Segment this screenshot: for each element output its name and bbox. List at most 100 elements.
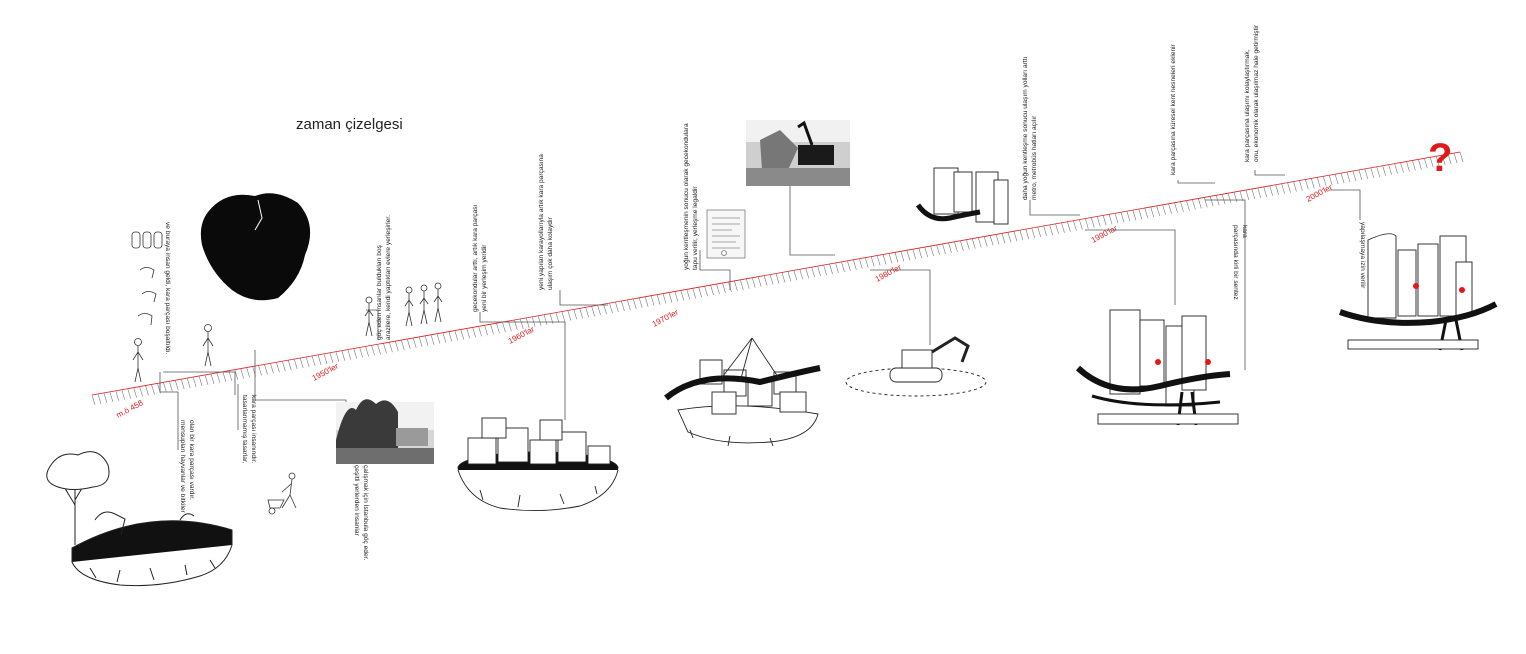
svg-text:yapılaşmaya izin verilir: yapılaşmaya izin verilir (1359, 222, 1366, 289)
svg-text:kara: kara (1241, 225, 1248, 238)
axis-tick (145, 385, 149, 396)
axis-tick (864, 257, 869, 268)
axis-tick (817, 266, 821, 277)
annotation: mensupları hayvanlar ve bitkiler olan bi… (179, 420, 195, 514)
axis-tick (1340, 173, 1345, 184)
axis-tick (1227, 193, 1232, 204)
svg-text:göç eden insanlar buldukları b: göç eden insanlar buldukları boş (376, 244, 383, 340)
svg-text:metro, metrobüs hatları açılır: metro, metrobüs hatları açılır (1031, 115, 1038, 200)
axis-tick (270, 363, 274, 374)
axis-tick (853, 259, 857, 270)
axis-tick (787, 271, 792, 282)
nature-island-icon (46, 451, 233, 587)
svg-text:yeni yapılan karayollarıyla ar: yeni yapılan karayollarıyla artık kara p… (538, 154, 545, 290)
axis-tick (722, 282, 726, 294)
axis-tick (835, 262, 839, 274)
axis-tick (1257, 187, 1262, 199)
svg-text:gecekondular arttı, artık kara: gecekondular arttı, artık kara parçası (472, 204, 479, 312)
svg-text:yoğun kentleşmenin sonucu olar: yoğun kentleşmenin sonucu olarak gecekon… (683, 123, 690, 270)
annotation: çeşitli yerlerden insanlar çalışmak için… (353, 465, 371, 560)
axis-tick (1382, 165, 1386, 176)
svg-text:arazilere, kendi yaptıkları ev: arazilere, kendi yaptıkları evlere yerle… (385, 215, 392, 340)
axis-tick (151, 384, 155, 395)
axis-tick (1007, 232, 1012, 243)
axis-tick (632, 298, 637, 309)
photo-settlement-icon (336, 399, 434, 464)
axis-tick (359, 347, 363, 358)
axis-tick (347, 349, 352, 360)
axis-tick (1233, 192, 1238, 203)
axis-tick (1293, 181, 1297, 192)
axis-tick (1346, 171, 1351, 183)
axis-tick (745, 278, 750, 289)
towers-metro-island-icon (1075, 309, 1239, 426)
annotation: tasarlanmamış tasarlar, kara parçası ins… (241, 395, 257, 464)
annotation: kara parçasında kirli bir sentez (1232, 225, 1248, 300)
axis-tick (1245, 189, 1250, 201)
axis-tick (317, 354, 322, 365)
axis-tick (906, 250, 911, 261)
era-label: m.ö 458 (115, 398, 145, 420)
axis-tick (305, 356, 310, 368)
axis-tick (757, 276, 762, 287)
axis-tick (924, 247, 928, 258)
annotation: gecekondular arttı, artık kara parçası y… (472, 204, 488, 312)
axis-tick (989, 235, 994, 246)
axis-tick (977, 237, 982, 248)
axis-tick (174, 380, 179, 391)
axis-tick (1096, 216, 1101, 227)
axis-tick (769, 274, 774, 285)
axis-tick (692, 288, 697, 299)
axis-tick (311, 355, 316, 366)
annotation-texts: mensupları hayvanlar ve bitkiler olan bi… (164, 24, 1366, 560)
axis-tick (1162, 204, 1166, 215)
axis-tick (1358, 169, 1363, 181)
axis-tick (240, 368, 244, 379)
axis-tick (995, 234, 1000, 245)
axis-tick (216, 372, 221, 383)
axis-tick (1429, 157, 1434, 168)
axis-tick (567, 310, 572, 321)
axis-tick (781, 272, 786, 283)
axis-tick (960, 240, 964, 251)
axis-tick (1263, 186, 1268, 197)
global-city-island-icon (1339, 233, 1498, 351)
axis-tick (710, 285, 714, 296)
axis-tick (1370, 167, 1375, 178)
axis-tick (186, 378, 191, 389)
svg-text:kara parçası insanındır.: kara parçası insanındır. (250, 395, 257, 464)
axis-tick (1037, 226, 1041, 238)
axis-tick (400, 339, 405, 351)
axis-tick (1388, 164, 1392, 175)
axis-tick (97, 393, 102, 405)
annotation: kara parçasına küresel kent nesneleri ek… (1170, 43, 1177, 175)
axis-tick (395, 341, 399, 352)
axis-tick (1102, 215, 1107, 226)
axis-tick (662, 293, 667, 304)
axis-tick (406, 338, 411, 350)
axis-tick (1067, 221, 1071, 232)
axis-tick (1424, 158, 1428, 169)
axis-tick (698, 287, 702, 298)
axis-tick (930, 245, 934, 257)
axis-tick (1120, 212, 1125, 223)
annotation: daha yoğun kentleşme sonucu ulaşım yolla… (1022, 57, 1038, 200)
excavator-icon (845, 336, 987, 397)
axis-tick (109, 391, 114, 402)
axis-tick (448, 331, 453, 342)
axis-tick (1031, 227, 1036, 239)
axis-tick (1287, 182, 1291, 193)
axis-tick (1316, 177, 1321, 188)
axis-tick (603, 304, 607, 315)
axis-tick (668, 292, 673, 303)
annotation: kara parçasına ulaşımı kolaylaştırmak, o… (1244, 24, 1260, 162)
axis-tick (966, 239, 970, 250)
axis-tick (514, 319, 518, 331)
annotation: göç eden insanlar buldukları boş arazile… (376, 215, 392, 340)
svg-text:tasarlanmamış tasarlar,: tasarlanmamış tasarlar, (241, 395, 248, 464)
axis-tick (870, 256, 875, 267)
axis-tick (1441, 155, 1446, 166)
axis-tick (1073, 220, 1077, 231)
axis-tick (882, 254, 887, 265)
highrise-road-icon (915, 167, 1009, 225)
